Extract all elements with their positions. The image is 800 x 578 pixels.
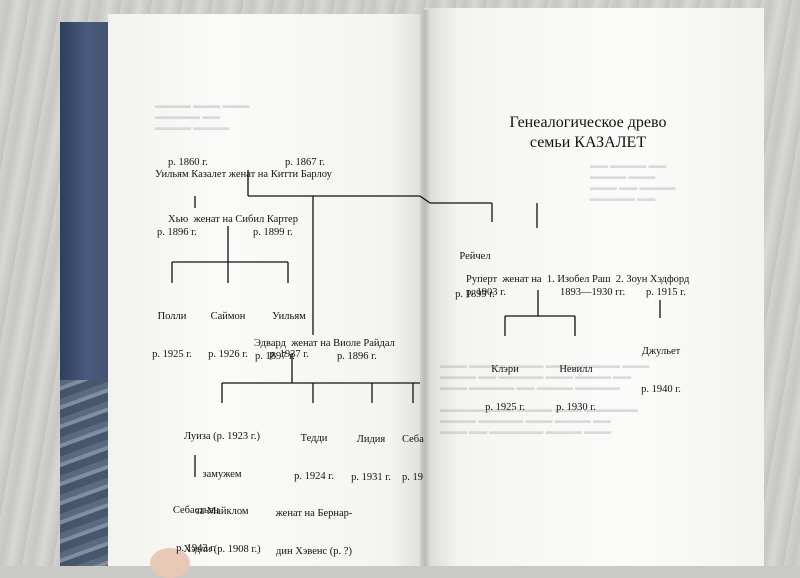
bleed-through-text: ▬▬▬▬ ▬▬▬ ▬▬▬▬▬▬▬▬ ▬▬▬▬▬▬ ▬▬▬▬ <box>155 100 250 132</box>
rupert-marriages: Руперт женат на 1. Изобел Раш 2. Зоун Хэ… <box>466 274 690 285</box>
person-name: Уильям <box>272 311 306 322</box>
person-clary: Клэри р. 1925 г. <box>480 339 530 427</box>
edward-viola-couple: Эдвард женат на Виоле Райдал <box>254 338 395 349</box>
person-sebastian: Себастьян р. 1943 г. <box>168 480 224 568</box>
person-cut-off: Себа р. 19 <box>402 409 424 497</box>
louise-line: Хэдли (р. 1908 г.) <box>183 543 261 555</box>
person-rachel: Рейчел р. 1899 г. <box>452 226 498 314</box>
person-name: Себастьян <box>172 505 220 516</box>
family-tree-lines <box>171 170 661 477</box>
person-name: Рейчел <box>459 251 491 262</box>
teddy-line: дин Хэвенс (р. ?) <box>276 545 352 557</box>
person-louise: Луиза (р. 1923 г.) замужем за Майклом Хэ… <box>168 406 276 569</box>
left-page <box>108 14 428 566</box>
person-simon: Саймон р. 1926 г. <box>204 286 252 374</box>
person-name: Невилл <box>559 364 593 375</box>
person-name: Себа <box>402 434 424 445</box>
person-juliet: Джульет р. 1940 г. <box>636 321 686 409</box>
person-born: р. 1943 г. <box>176 542 216 554</box>
bleed-through-text: ▬▬ ▬▬▬▬ ▬▬▬▬▬▬ ▬▬▬▬▬▬ ▬▬ ▬▬▬▬▬▬▬▬▬ ▬▬ <box>590 160 676 203</box>
rupert-born: р. 1903 г. <box>466 287 506 298</box>
person-born: р. 19 <box>402 471 423 483</box>
person-born: р. 1940 г. <box>641 383 681 395</box>
person-born: р. 1899 г. <box>455 288 495 300</box>
zoe-born: р. 1915 г. <box>646 287 686 298</box>
person-teddy: Тедди р. 1924 г. женат на Бернар- дин Хэ… <box>262 408 366 571</box>
person-polly: Полли р. 1925 г. <box>150 286 194 374</box>
person-name: Клэри <box>491 364 519 375</box>
person-name: Саймон <box>210 311 246 322</box>
person-william-jr: Уильям р. 1937 г. <box>265 286 313 374</box>
viola-born: р. 1896 г. <box>337 351 377 362</box>
louise-line: Луиза (р. 1923 г.) <box>183 431 261 442</box>
couple-names: Уильям Казалет женат на Китти Барлоу <box>155 169 332 180</box>
hugh-born: р. 1896 г. <box>157 227 197 238</box>
right-page <box>424 8 764 566</box>
page-title: Генеалогическое древо семьи КАЗАЛЕТ <box>488 113 688 153</box>
sybil-born: р. 1899 г. <box>253 227 293 238</box>
william-born: р. 1860 г. <box>168 157 208 168</box>
person-born: р. 1926 г. <box>208 348 248 360</box>
louise-line: за Майклом <box>195 506 249 517</box>
teddy-line: Тедди <box>300 433 328 444</box>
louise-line: замужем <box>202 468 242 480</box>
person-born: р. 1931 г. <box>351 471 391 483</box>
person-born: р. 1930 г. <box>556 401 596 413</box>
bleed-through-text: ▬▬▬ ▬▬▬▬ ▬▬▬▬ ▬▬▬ ▬▬▬▬▬ ▬▬▬▬▬▬▬ ▬▬ ▬▬▬▬▬… <box>440 360 650 436</box>
title-line-2: семьи КАЗАЛЕТ <box>529 134 647 151</box>
person-name: Лидия <box>356 434 386 445</box>
title-line-1: Генеалогическое древо <box>509 114 667 131</box>
teddy-line: женат на Бернар- <box>275 508 353 519</box>
william-kitty-couple: Уильям Казалет женат на Китти Барлоу <box>155 144 332 194</box>
person-born: р. 1925 г. <box>152 348 192 360</box>
person-neville: Невилл р. 1930 г. <box>549 339 603 427</box>
edward-born: р. 1897 г. <box>255 351 295 362</box>
book-gutter <box>420 10 430 566</box>
person-name: Полли <box>157 311 187 322</box>
hugh-sybil-couple: Хью женат на Сибил Картер <box>168 214 298 225</box>
person-born: р. 1937 г. <box>269 348 309 360</box>
kitty-born: р. 1867 г. <box>285 157 325 168</box>
person-lydia: Лидия р. 1931 г. <box>346 409 396 497</box>
person-born: р. 1925 г. <box>485 401 525 413</box>
teddy-line: р. 1924 г. <box>294 470 334 482</box>
isobel-dates: 1893—1930 гг. <box>560 287 626 298</box>
person-name: Джульет <box>641 346 681 357</box>
